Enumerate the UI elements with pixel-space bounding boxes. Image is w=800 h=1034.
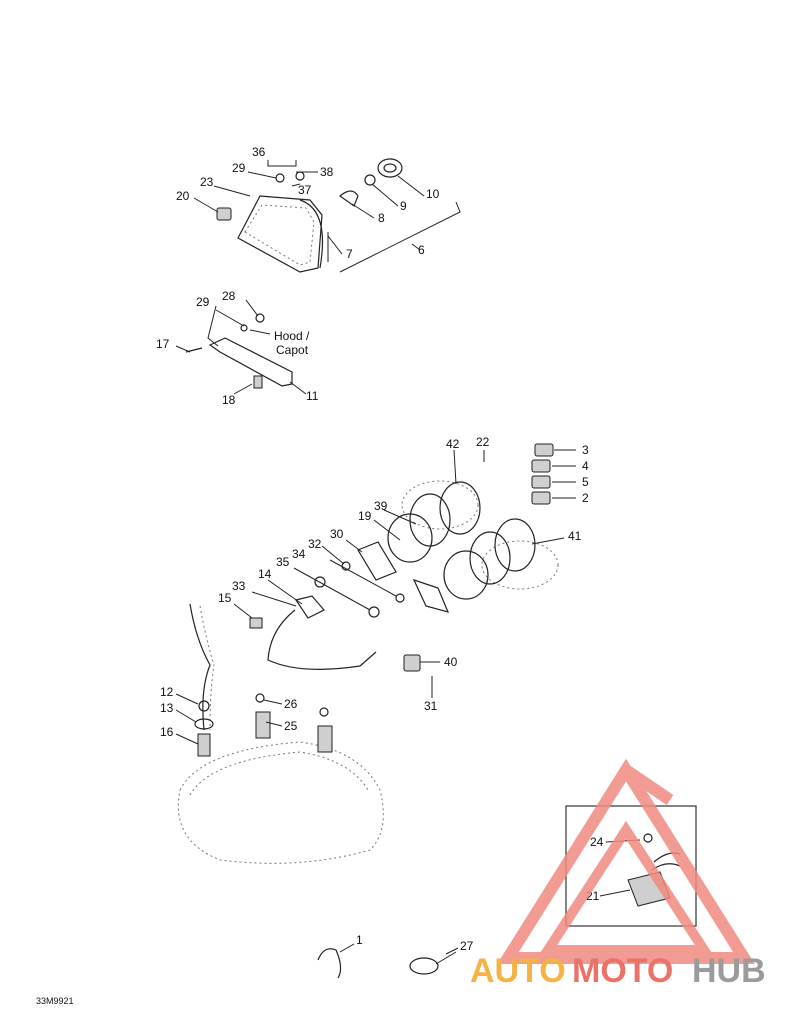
watermark-hub: HUB <box>692 952 766 990</box>
callout-22: 22 <box>476 435 490 449</box>
callout-33: 33 <box>232 579 246 593</box>
callout-37: 37 <box>298 183 312 197</box>
watermark-moto: MOTO <box>572 952 673 990</box>
callout-16: 16 <box>160 725 174 739</box>
callout-6: 6 <box>418 243 425 257</box>
callout-9: 9 <box>400 199 407 213</box>
callout-12: 12 <box>160 685 174 699</box>
callout-11: 11 <box>306 389 319 403</box>
callout-1: 1 <box>356 933 363 947</box>
document-code: 33M9921 <box>36 996 74 1006</box>
callout-10: 10 <box>426 187 440 201</box>
callout-14: 14 <box>258 567 272 581</box>
automotohub-watermark: AUTO MOTO HUB <box>470 758 766 990</box>
callout-23: 23 <box>200 175 214 189</box>
hood-note-line2: Capot <box>276 343 309 357</box>
hood-note-line1: Hood / <box>274 329 310 343</box>
watermark-auto: AUTO <box>470 952 566 990</box>
callout-8: 8 <box>378 211 385 225</box>
callout-7: 7 <box>346 247 353 261</box>
callout-28: 28 <box>222 289 236 303</box>
headlamp-housing <box>216 158 403 273</box>
callout-39: 39 <box>374 499 388 513</box>
callout-13: 13 <box>160 701 174 715</box>
callout-5: 5 <box>582 475 589 489</box>
cable-tie-part <box>409 951 457 975</box>
gauges-assembly <box>249 443 559 690</box>
callout-labels: 36 38 37 29 23 20 10 9 8 7 6 28 29 Hood … <box>36 145 604 1006</box>
callout-32: 32 <box>308 537 322 551</box>
callout-31: 31 <box>424 699 438 713</box>
callout-3: 3 <box>582 443 589 457</box>
callout-40: 40 <box>444 655 458 669</box>
callout-36: 36 <box>252 145 266 159</box>
callout-30: 30 <box>330 527 344 541</box>
clamp-part <box>317 948 342 979</box>
callout-29: 29 <box>232 161 246 175</box>
callout-18: 18 <box>222 393 236 407</box>
callout-38: 38 <box>320 165 334 179</box>
callout-41: 41 <box>568 529 582 543</box>
callout-4: 4 <box>582 459 589 473</box>
callout-34: 34 <box>292 547 306 561</box>
callout-17: 17 <box>156 337 170 351</box>
callout-15: 15 <box>218 591 232 605</box>
cable-and-tank <box>177 603 384 864</box>
callout-29b: 29 <box>196 295 210 309</box>
leader-lines <box>175 160 641 955</box>
callout-25: 25 <box>284 719 298 733</box>
callout-42: 42 <box>446 437 460 451</box>
callout-27: 27 <box>460 939 474 953</box>
callout-26: 26 <box>284 697 298 711</box>
callout-35: 35 <box>276 555 290 569</box>
callout-2: 2 <box>582 491 589 505</box>
callout-24: 24 <box>590 835 604 849</box>
callout-20: 20 <box>176 189 190 203</box>
callout-19: 19 <box>358 509 372 523</box>
